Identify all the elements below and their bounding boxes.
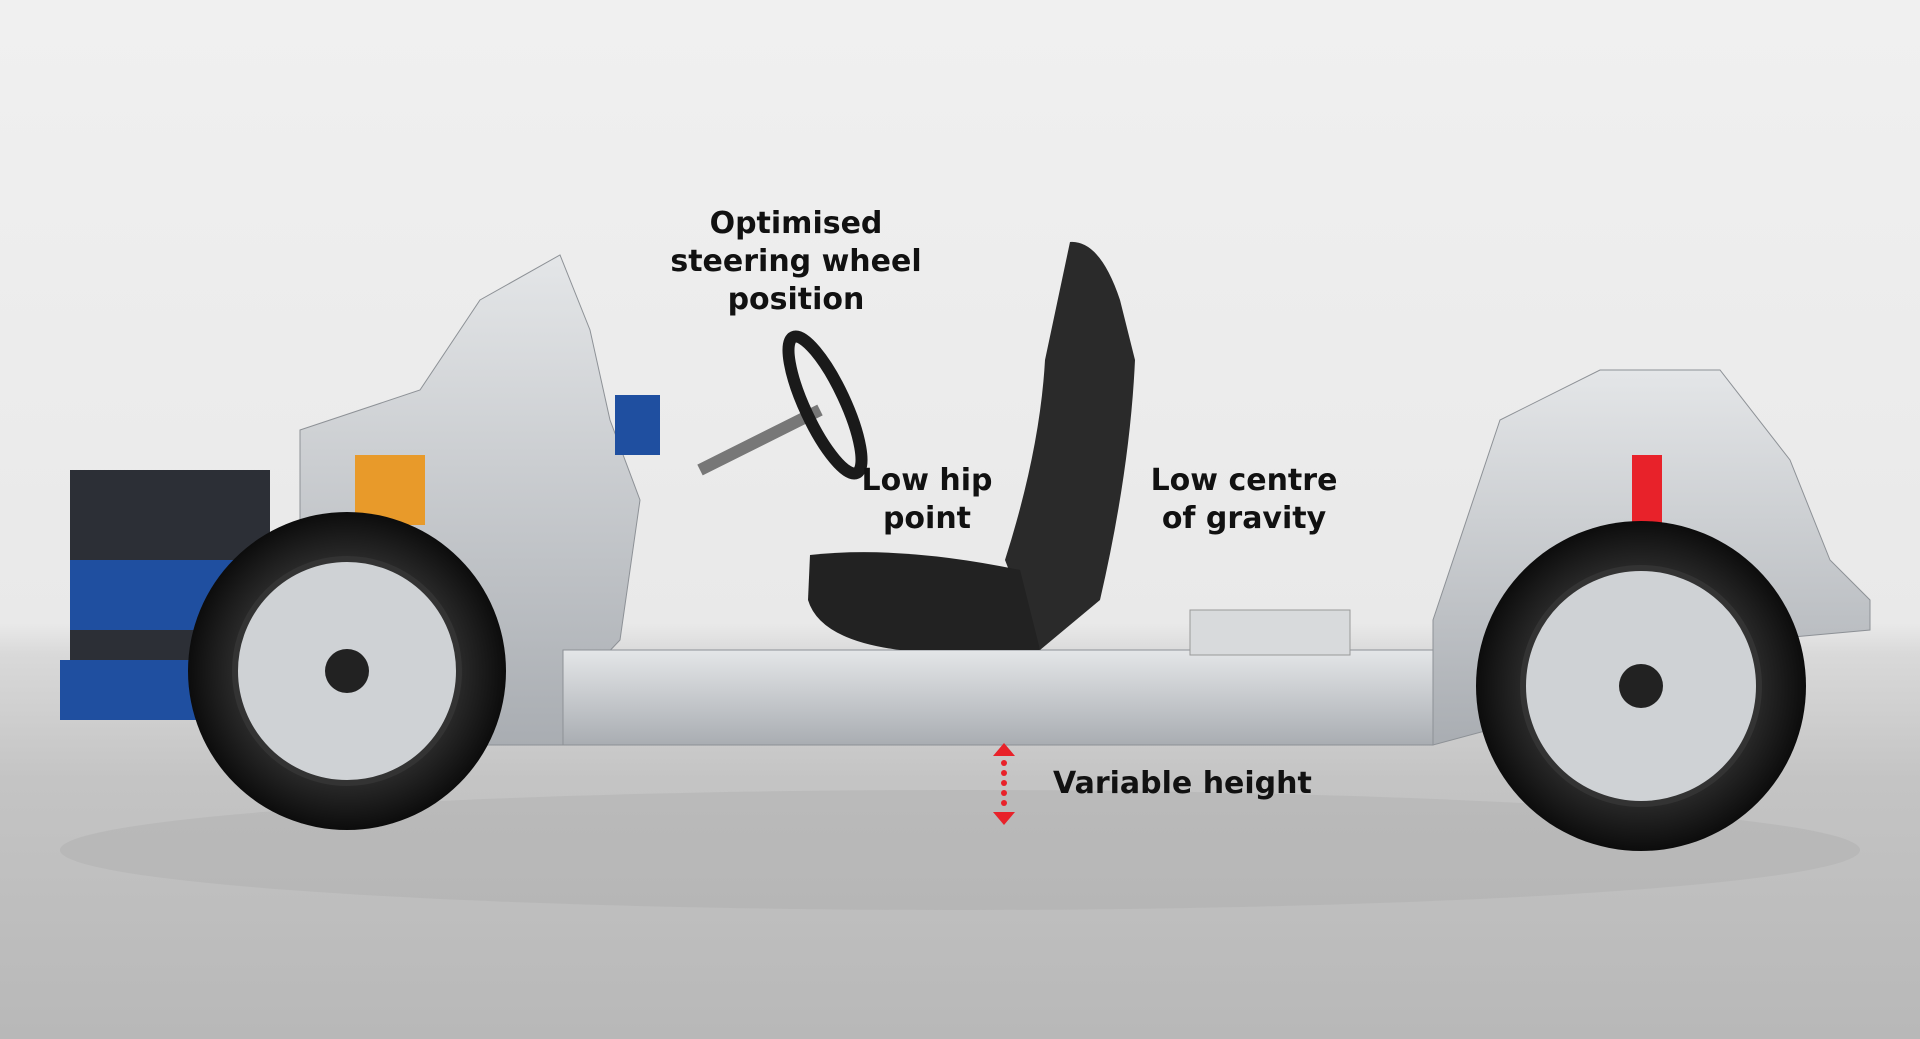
label-line: steering wheel <box>670 244 922 279</box>
label-line: Low centre <box>1150 463 1338 498</box>
front-wheel <box>188 512 506 830</box>
label-line: Optimised <box>709 206 883 241</box>
rear-wheel <box>1476 521 1806 851</box>
steering-column-motor <box>615 395 660 455</box>
floor-shadow <box>60 790 1860 910</box>
variable-height-arrow-icon <box>993 743 1015 825</box>
label-line: of gravity <box>1161 501 1327 536</box>
label-line: position <box>727 282 865 317</box>
side-sill <box>562 649 1434 746</box>
label-line: Low hip <box>861 463 993 498</box>
battery-module <box>1189 609 1351 656</box>
label-line: point <box>882 501 972 536</box>
label-low-hip-point: Low hip point <box>837 462 1017 538</box>
label-steering-wheel-position: Optimised steering wheel position <box>666 205 926 319</box>
label-variable-height: Variable height <box>1053 766 1312 801</box>
steering-wheel <box>697 330 868 480</box>
label-low-centre-of-gravity: Low centre of gravity <box>1124 462 1364 538</box>
driver-seat <box>808 241 1135 650</box>
